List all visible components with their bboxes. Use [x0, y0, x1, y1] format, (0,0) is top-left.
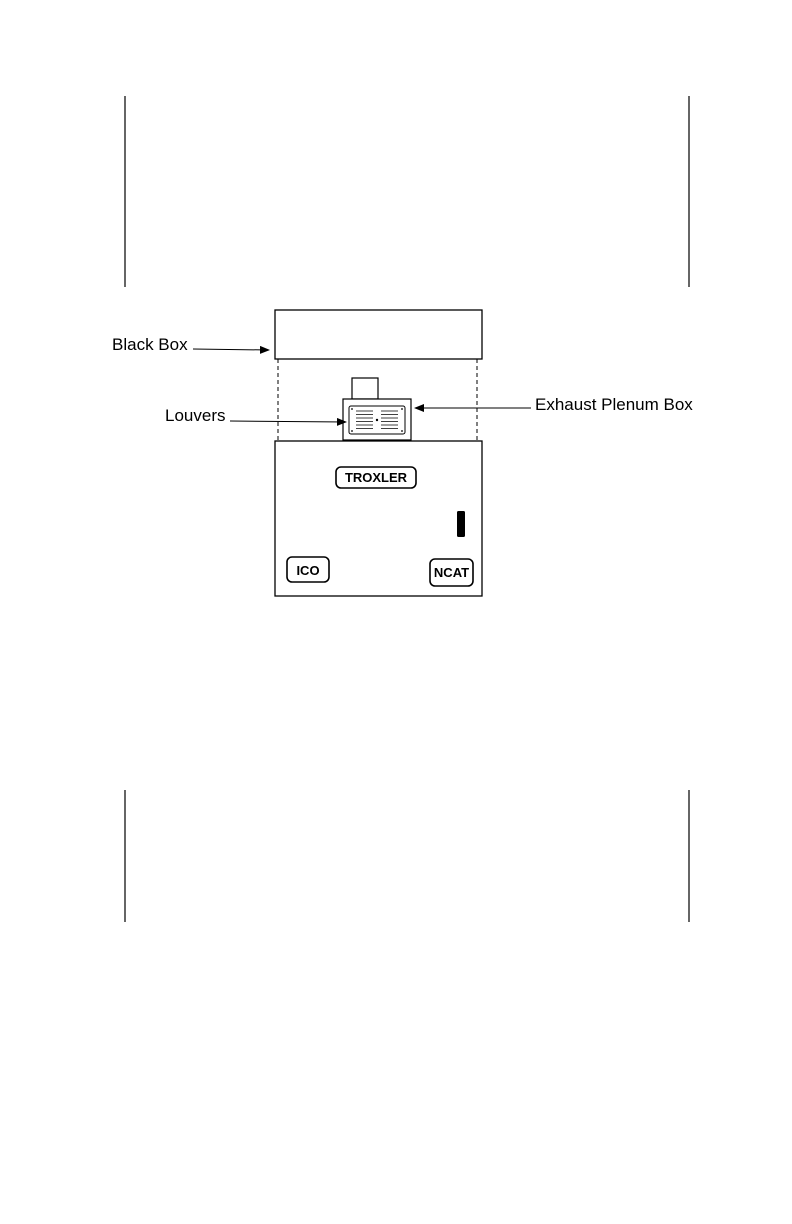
- panel-screw: [351, 430, 353, 432]
- exhaust-plenum-box-label: Exhaust Plenum Box: [535, 395, 693, 414]
- troxler-badge-text: TROXLER: [345, 470, 408, 485]
- panel-screw: [401, 408, 403, 410]
- panel-screw: [401, 430, 403, 432]
- black-box-label: Black Box: [112, 335, 188, 354]
- black-box-leader: [193, 349, 269, 350]
- ncat-badge-text: NCAT: [434, 565, 469, 580]
- panel-screw: [351, 408, 353, 410]
- black-box: [275, 310, 482, 359]
- door-handle: [457, 511, 465, 537]
- plenum-chimney: [352, 378, 378, 399]
- ico-badge-text: ICO: [296, 563, 319, 578]
- louvers-leader: [230, 421, 346, 422]
- panel-screw-center: [376, 419, 378, 421]
- louvers-label: Louvers: [165, 406, 225, 425]
